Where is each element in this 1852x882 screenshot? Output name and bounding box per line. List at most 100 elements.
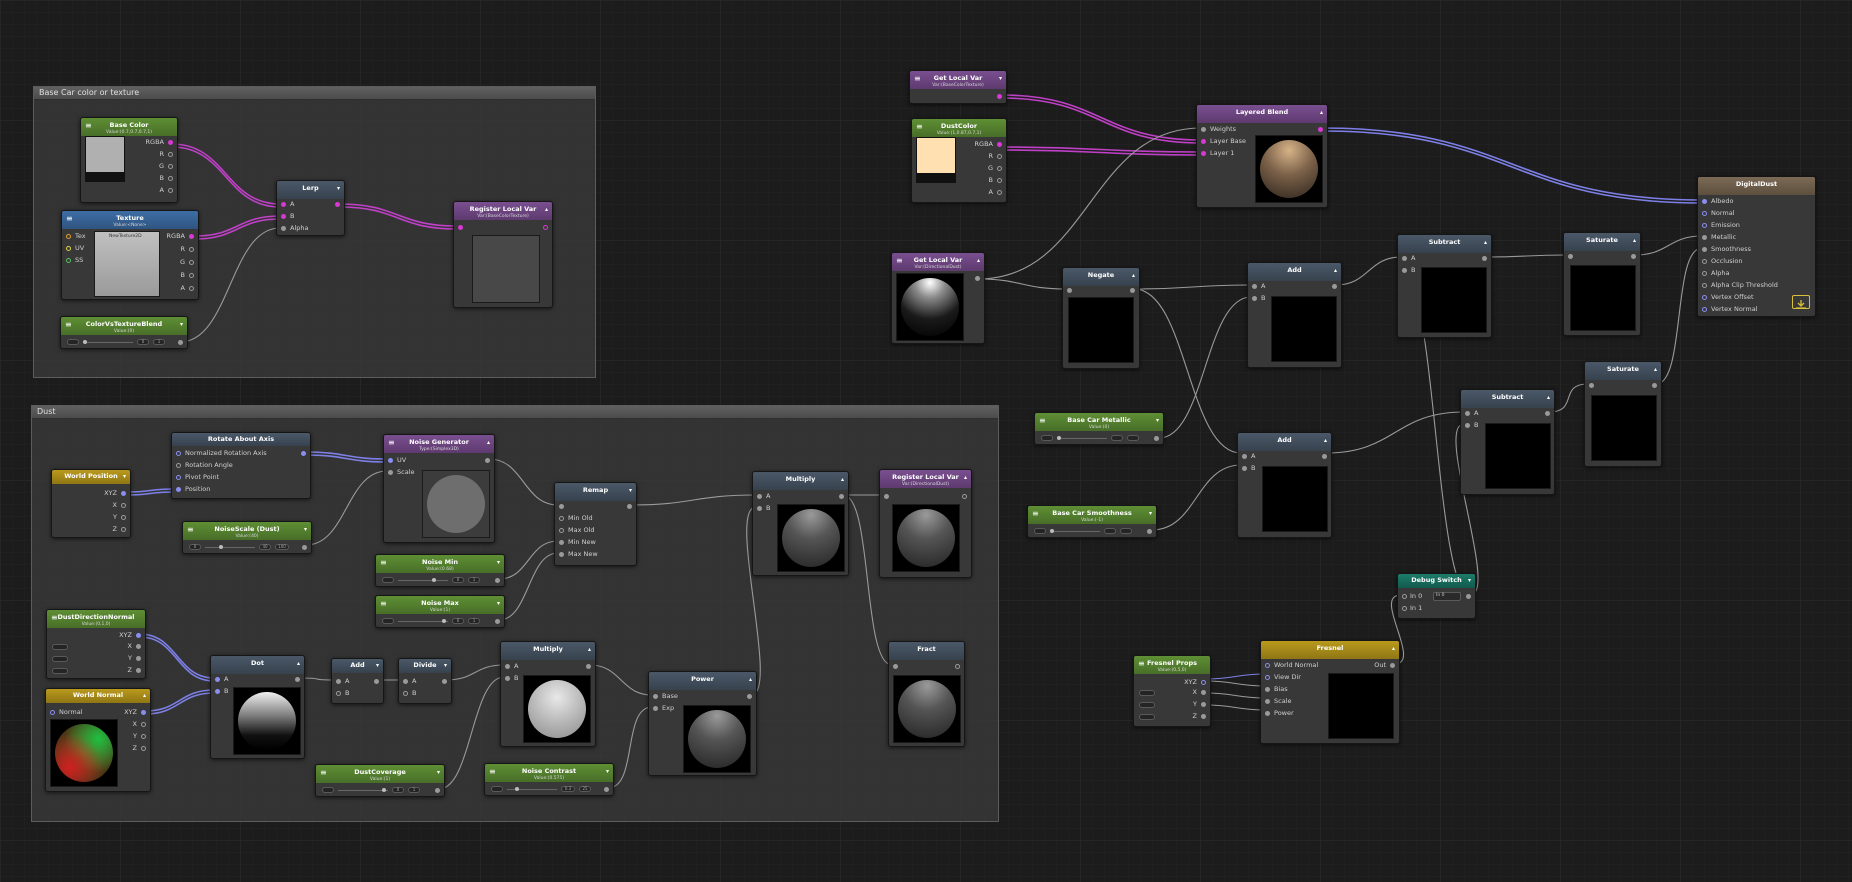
slider-track[interactable] [83, 342, 133, 343]
menu-icon[interactable]: ≡ [896, 256, 903, 265]
max-field[interactable] [1120, 528, 1132, 534]
node-header[interactable]: Multiply▴ [501, 642, 595, 660]
output-pin[interactable] [136, 644, 141, 649]
input-pin[interactable] [559, 516, 564, 521]
value-field-y[interactable] [52, 656, 68, 662]
connection-wire[interactable] [1204, 704, 1267, 711]
output-pin[interactable] [121, 527, 126, 532]
input-pin[interactable] [66, 246, 71, 251]
slider-track[interactable] [205, 547, 255, 548]
output-pin[interactable] [136, 656, 141, 661]
node-header[interactable]: Saturate▴ [1585, 362, 1661, 380]
collapse-icon[interactable]: ▾ [1467, 577, 1471, 584]
collapse-icon[interactable]: ▴ [1653, 366, 1657, 373]
connection-wire[interactable] [977, 278, 1067, 290]
output-pin[interactable] [168, 152, 173, 157]
max-field[interactable] [1127, 435, 1139, 441]
output-pin[interactable] [168, 188, 173, 193]
max-field[interactable]: 1 [408, 787, 420, 793]
world-position-node[interactable]: World Position▾ XYZ X Y Z [51, 469, 131, 538]
node-header[interactable]: Add▾ [332, 659, 383, 673]
input-pin[interactable] [336, 679, 341, 684]
output-pin[interactable] [178, 340, 183, 345]
collapse-icon[interactable]: ▴ [1319, 109, 1323, 116]
input-pin[interactable] [281, 214, 286, 219]
input-pin[interactable] [336, 691, 341, 696]
output-pin[interactable] [189, 273, 194, 278]
input-pin[interactable] [1265, 663, 1270, 668]
input-pin[interactable] [176, 463, 181, 468]
node-header[interactable]: Multiply▴ [753, 472, 848, 490]
remap-node[interactable]: Remap▾ Min Old Max Old Min New Max New [554, 482, 637, 566]
input-pin[interactable] [281, 226, 286, 231]
node-header[interactable]: Rotate About Axis [172, 433, 310, 446]
output-pin[interactable] [374, 679, 379, 684]
input-pin[interactable] [1702, 211, 1707, 216]
output-pin[interactable] [997, 178, 1002, 183]
input-pin[interactable] [1702, 223, 1707, 228]
output-pin[interactable] [189, 286, 194, 291]
collapse-icon[interactable]: ▴ [976, 257, 980, 264]
download-icon[interactable] [1792, 295, 1810, 309]
max-field[interactable]: 1 [468, 618, 480, 624]
collapse-icon[interactable]: ▴ [1131, 272, 1135, 279]
connection-wire[interactable] [1000, 149, 1202, 156]
value-field[interactable] [382, 577, 394, 583]
slider-track[interactable] [398, 580, 448, 581]
input-pin[interactable] [66, 234, 71, 239]
connection-wire[interactable] [1000, 94, 1202, 141]
output-pin[interactable] [1201, 702, 1206, 707]
collapse-icon[interactable]: ▾ [1148, 510, 1152, 517]
max-field[interactable]: 25 [579, 786, 591, 792]
input-pin[interactable] [1265, 675, 1270, 680]
subtract-node-bottom[interactable]: Subtract▴ A B [1460, 389, 1555, 495]
slider-track[interactable] [1050, 531, 1100, 532]
output-pin[interactable] [997, 142, 1002, 147]
input-pin[interactable] [1702, 283, 1707, 288]
output-pin[interactable] [543, 225, 548, 230]
connection-wire[interactable] [1151, 464, 1242, 531]
min-field[interactable]: 40 [259, 544, 271, 550]
menu-icon[interactable]: ≡ [51, 613, 58, 622]
input-pin[interactable] [559, 504, 564, 509]
connection-wire[interactable] [1485, 254, 1568, 258]
slider-track[interactable] [507, 789, 557, 790]
value-field-x[interactable] [52, 644, 68, 650]
input-pin[interactable] [1402, 594, 1407, 599]
connection-wire[interactable] [1335, 256, 1402, 286]
value-field[interactable]: 0 [189, 544, 201, 550]
input-pin[interactable] [388, 470, 393, 475]
output-pin[interactable] [189, 234, 194, 239]
value-field[interactable] [322, 787, 334, 793]
output-pin[interactable] [141, 710, 146, 715]
output-pin[interactable] [168, 164, 173, 169]
input-pin[interactable] [176, 487, 181, 492]
output-pin[interactable] [839, 494, 844, 499]
input-pin[interactable] [458, 225, 463, 230]
color-swatch[interactable] [85, 136, 125, 182]
input-pin[interactable] [559, 540, 564, 545]
collapse-icon[interactable]: ▴ [1546, 394, 1550, 401]
node-header[interactable]: Fract [889, 642, 964, 660]
input-pin[interactable] [1201, 151, 1206, 156]
output-pin[interactable] [997, 190, 1002, 195]
digital-dust-master-node[interactable]: DigitalDust Albedo Normal Emission Metal… [1697, 176, 1816, 317]
input-pin[interactable] [403, 679, 408, 684]
collapse-icon[interactable]: ▾ [605, 768, 609, 775]
min-field[interactable]: 0 [452, 618, 464, 624]
slider-track[interactable] [398, 621, 448, 622]
input-pin[interactable] [757, 494, 762, 499]
node-header[interactable]: ≡NoiseScale (Dust)Value:(40)▾ [183, 522, 311, 540]
input-pin[interactable] [1568, 254, 1573, 259]
